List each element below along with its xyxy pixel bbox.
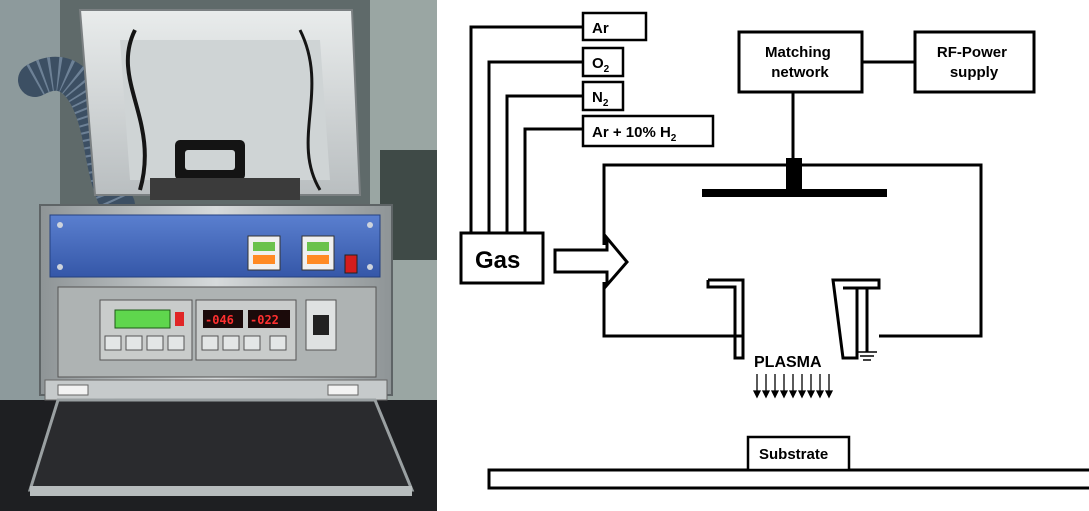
substrate-plate bbox=[487, 468, 1089, 490]
red-indicator bbox=[175, 312, 184, 326]
gas-line-ar bbox=[469, 25, 583, 232]
top-handle-hole bbox=[185, 150, 235, 170]
svg-text:Ar + 10% H2: Ar + 10% H2 bbox=[592, 124, 677, 144]
rf-power-line1: RF-Power bbox=[937, 44, 1007, 61]
gas-label-ar: Ar bbox=[592, 20, 609, 37]
svg-text:O2: O2 bbox=[592, 55, 610, 75]
gas-label-n2: N bbox=[592, 89, 603, 106]
controller-module-right bbox=[195, 299, 297, 361]
plasma-plume-arrows bbox=[752, 374, 834, 399]
matching-network-line1: Matching bbox=[765, 44, 831, 61]
gas-box-n2: N2 bbox=[581, 80, 625, 112]
latch-left bbox=[57, 384, 89, 396]
plasma-label: PLASMA bbox=[754, 354, 822, 371]
gas-source-label: Gas bbox=[475, 247, 520, 274]
matching-network-box: Matching network bbox=[737, 30, 864, 94]
nozzle-left-flange bbox=[706, 280, 743, 360]
controller-module-left bbox=[99, 299, 193, 361]
led-display-right bbox=[248, 310, 290, 328]
svg-text:RF-Power supply: RF-Power supply bbox=[937, 44, 1011, 81]
chamber-wall-lower bbox=[602, 282, 743, 338]
inner-bracket bbox=[150, 178, 300, 200]
rf-power-line2: supply bbox=[950, 64, 999, 81]
gas-label-arh2-subscript: 2 bbox=[671, 133, 677, 144]
front-cover bbox=[27, 398, 415, 492]
panel-buttons bbox=[104, 335, 287, 351]
gas-box-o2: O2 bbox=[581, 46, 625, 78]
electrode-stem bbox=[786, 158, 802, 194]
apparatus-photo: -046 -022 bbox=[0, 0, 437, 511]
connector-socket bbox=[313, 315, 329, 335]
flex-hose-rings bbox=[26, 56, 134, 213]
matching-network-line2: network bbox=[771, 64, 829, 81]
substrate-label-box: Substrate bbox=[746, 435, 851, 472]
gas-line-n2 bbox=[505, 94, 583, 232]
gas-label-o2-subscript: 2 bbox=[604, 64, 610, 75]
substrate-label: Substrate bbox=[759, 446, 828, 463]
panel-screw bbox=[57, 264, 63, 270]
gas-box-ar: Ar bbox=[581, 11, 648, 42]
chamber-wall bbox=[602, 163, 983, 338]
rf-power-supply-box: RF-Power supply bbox=[913, 30, 1036, 94]
led-display-right-text: -022 bbox=[250, 313, 279, 327]
internal-cable bbox=[125, 29, 147, 191]
front-cover-edge bbox=[30, 486, 412, 496]
panel-screw bbox=[367, 222, 373, 228]
panel-screw bbox=[367, 264, 373, 270]
gas-label-n2-subscript: 2 bbox=[603, 98, 609, 109]
gas-source-box: Gas bbox=[459, 231, 545, 285]
electrode-plate bbox=[702, 189, 887, 197]
lcd-green-display bbox=[114, 309, 171, 329]
internal-cable-2 bbox=[298, 29, 322, 191]
gas-line-arh2 bbox=[523, 127, 583, 232]
plasma-system-schematic: Ar O2 N2 Ar + 10% H2 Gas Matching networ… bbox=[459, 11, 1089, 490]
led-display-left bbox=[203, 310, 243, 328]
gas-inlet-arrow bbox=[553, 233, 629, 290]
gas-label-o2: O bbox=[592, 55, 604, 72]
power-switch bbox=[344, 254, 358, 274]
led-display-left-text: -046 bbox=[205, 313, 234, 327]
panel-screw bbox=[57, 222, 63, 228]
latch-right bbox=[327, 384, 359, 396]
nozzle-right bbox=[831, 278, 881, 360]
temperature-controller-1 bbox=[247, 235, 281, 271]
lid-inner-shadow bbox=[120, 40, 330, 180]
gas-box-arh2: Ar + 10% H2 bbox=[581, 114, 715, 148]
svg-text:Matching network: Matching network bbox=[765, 44, 835, 81]
gas-label-arh2: Ar + 10% H bbox=[592, 124, 671, 141]
gas-line-o2 bbox=[487, 60, 583, 232]
svg-text:Ar: Ar bbox=[592, 20, 609, 37]
svg-text:N2: N2 bbox=[592, 89, 609, 109]
ground-icon bbox=[857, 351, 877, 361]
temperature-controller-2 bbox=[301, 235, 335, 271]
nozzle-left bbox=[708, 278, 745, 360]
